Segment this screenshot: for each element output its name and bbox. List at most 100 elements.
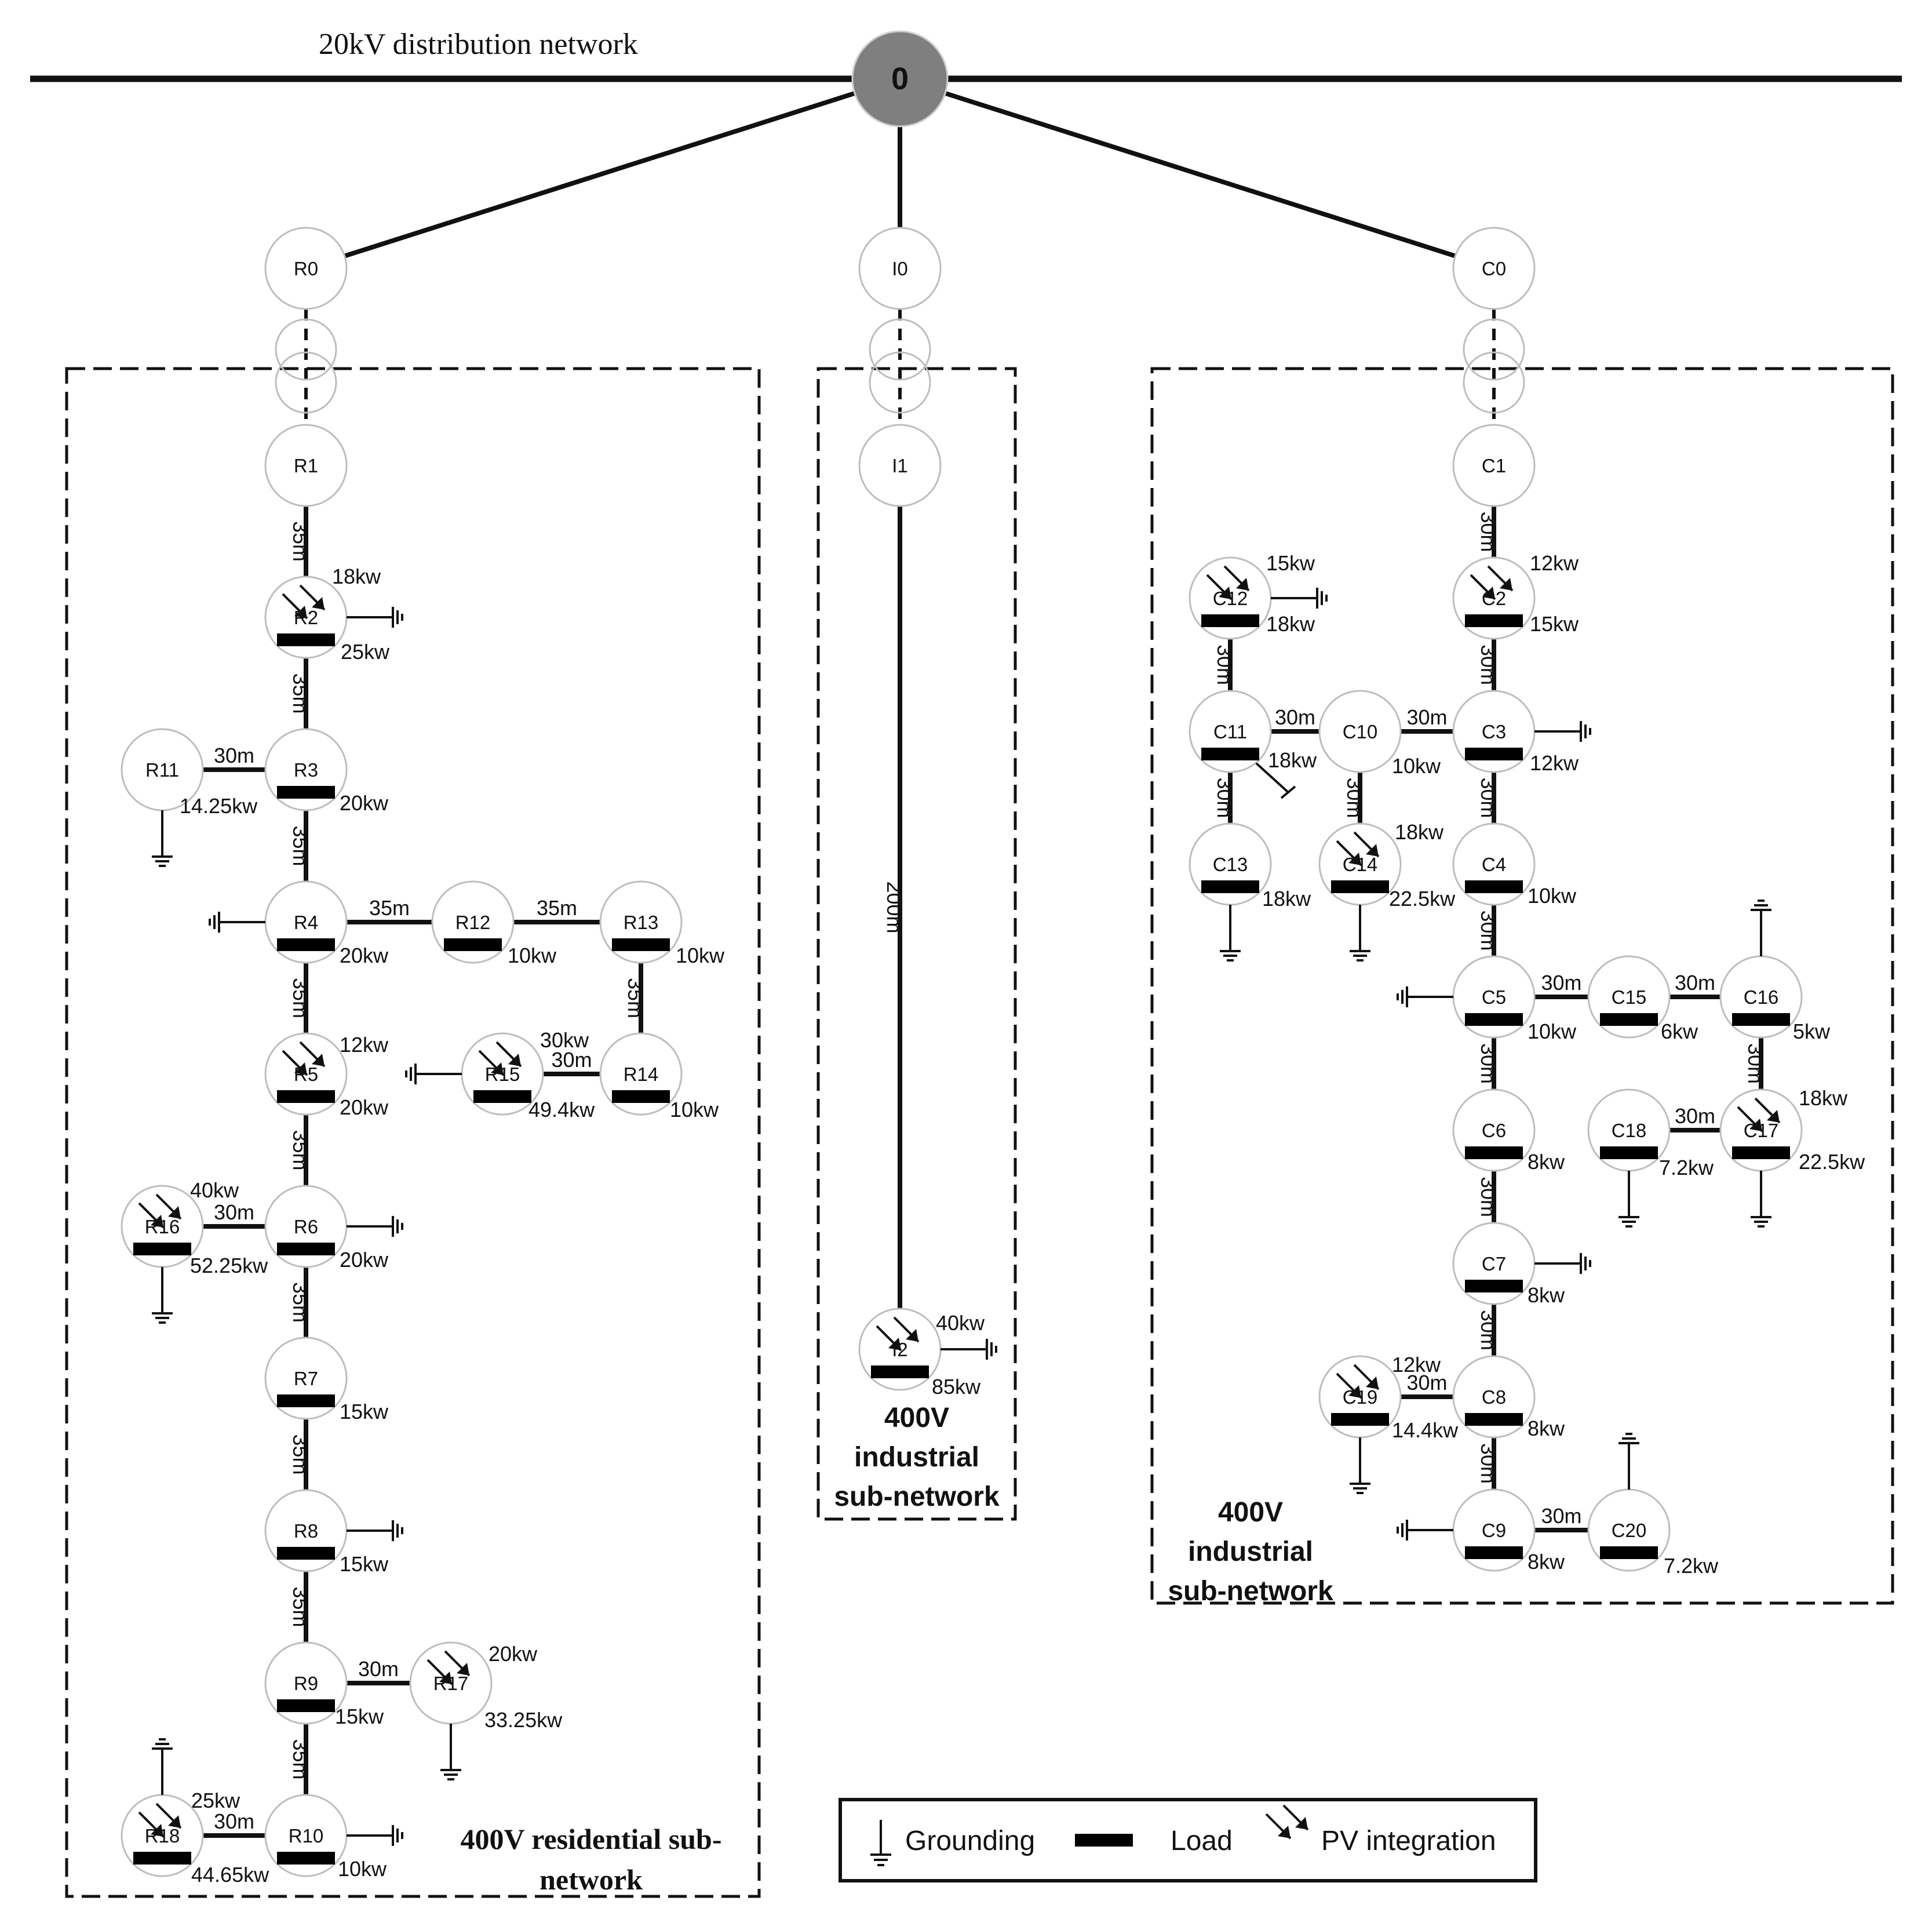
load-marker	[133, 1852, 191, 1865]
load-marker	[473, 1090, 531, 1103]
feeder-residential	[344, 77, 901, 258]
node-id-label: C12	[1213, 588, 1248, 609]
node-id-label: I1	[892, 455, 908, 476]
line-length-label: 30m	[1477, 1177, 1500, 1217]
node-id-label: C15	[1612, 986, 1647, 1008]
grounding-icon	[1534, 721, 1591, 742]
node-id-label: C3	[1482, 721, 1506, 742]
node-id-label: R18	[145, 1825, 180, 1847]
node-c19: C19 12kw 14.4kw	[1318, 1353, 1459, 1494]
node-id-label: I2	[892, 1339, 908, 1360]
node-id-label: C14	[1343, 854, 1378, 875]
node-power-label: 5kw	[1793, 1019, 1831, 1043]
node-power-label: 8kw	[1528, 1416, 1565, 1440]
line-length-label: 30m	[1477, 1443, 1500, 1484]
pv-icon	[1206, 565, 1250, 600]
transformer-winding-lv	[275, 351, 337, 414]
node-power-label: 18kw	[1395, 820, 1444, 844]
line-length-label: 200m	[883, 881, 906, 933]
node-id-label: C5	[1482, 986, 1506, 1008]
node-id-label: C19	[1343, 1386, 1378, 1408]
load-marker	[1600, 1013, 1658, 1026]
node-power-label: 12kw	[1392, 1353, 1441, 1377]
commercial-region	[1150, 367, 1894, 1605]
node-id-label: C9	[1482, 1520, 1506, 1541]
node-id-label: R12	[455, 912, 491, 933]
pv-icon	[478, 1041, 522, 1076]
node-id-label: C18	[1612, 1120, 1647, 1141]
node-power-label: 20kw	[340, 791, 389, 815]
node-power-label: 20kw	[489, 1642, 538, 1666]
load-marker	[1465, 1013, 1523, 1026]
residential-region	[65, 367, 761, 1898]
node-power-label: 14.4kw	[1392, 1418, 1459, 1442]
grounding-icon	[1350, 1437, 1370, 1494]
grounding-icon	[347, 1825, 403, 1846]
node-power-label: 7.2kw	[1664, 1554, 1719, 1578]
node-id-label: C13	[1213, 854, 1248, 875]
node-power-label: 12kw	[340, 1033, 389, 1057]
load-marker	[1600, 1146, 1658, 1159]
load-marker	[1465, 1146, 1523, 1159]
line-length-label: 30m	[1541, 971, 1581, 995]
node-circle	[1452, 424, 1536, 507]
node-power-label: 20kw	[340, 1248, 389, 1272]
grounding-icon	[1271, 588, 1328, 609]
node-power-label: 18kw	[1268, 748, 1317, 772]
line-length-label: 30m	[1406, 1371, 1447, 1394]
grounding-icon	[1618, 1433, 1639, 1490]
root-bus-node: 0	[851, 30, 949, 128]
node-power-label: 10kw	[676, 944, 725, 967]
load-marker	[277, 1394, 335, 1407]
node-power-label: 8kw	[1528, 1550, 1565, 1574]
node-power-label: 44.65kw	[191, 1863, 269, 1887]
line-length-label: 30m	[214, 1200, 254, 1224]
grounding-icon	[1618, 1171, 1639, 1228]
node-id-label: C6	[1482, 1120, 1506, 1141]
node-id-label: C4	[1482, 854, 1506, 875]
line-length-label: 30m	[358, 1657, 399, 1681]
line-length-label: 35m	[289, 1130, 312, 1170]
node-power-label: 12kw	[1530, 551, 1579, 575]
node-id-label: R5	[294, 1064, 318, 1085]
transformer-winding-lv	[1463, 351, 1525, 414]
line-length-label: 30m	[214, 744, 254, 767]
node-power-label: 15kw	[335, 1705, 384, 1728]
load-marker	[1465, 1413, 1523, 1426]
node-power-label: 40kw	[936, 1311, 985, 1335]
grounding-icon	[347, 1520, 403, 1541]
node-id-label: C20	[1612, 1520, 1647, 1541]
pv-icon	[138, 1802, 182, 1838]
node-power-label: 20kw	[340, 1095, 389, 1119]
node-id-label: R4	[294, 912, 318, 933]
legend: Grounding Load PV integration	[839, 1798, 1537, 1882]
load-marker	[277, 1547, 335, 1560]
pv-icon	[282, 584, 326, 620]
node-id-label: R17	[433, 1673, 469, 1694]
node-power-label: 15kw	[340, 1552, 389, 1576]
load-marker	[277, 1699, 335, 1712]
commercial-region-label-3: sub-network	[1168, 1576, 1333, 1607]
node-circle	[264, 227, 348, 310]
load-marker	[1465, 748, 1523, 760]
node-id-label: R7	[294, 1368, 318, 1389]
node-c1: C1	[1452, 424, 1536, 507]
node-power-label: 15kw	[340, 1400, 389, 1423]
node-power-label: 25kw	[341, 640, 390, 664]
pv-icon	[876, 1316, 920, 1352]
load-marker	[1465, 1546, 1523, 1559]
pv-icon	[1737, 1097, 1781, 1132]
node-circle	[264, 424, 348, 507]
line-length-label: 35m	[289, 1282, 312, 1323]
node-r5: R5 12kw 20kw	[264, 1032, 389, 1119]
line-length-label: 35m	[289, 978, 312, 1018]
